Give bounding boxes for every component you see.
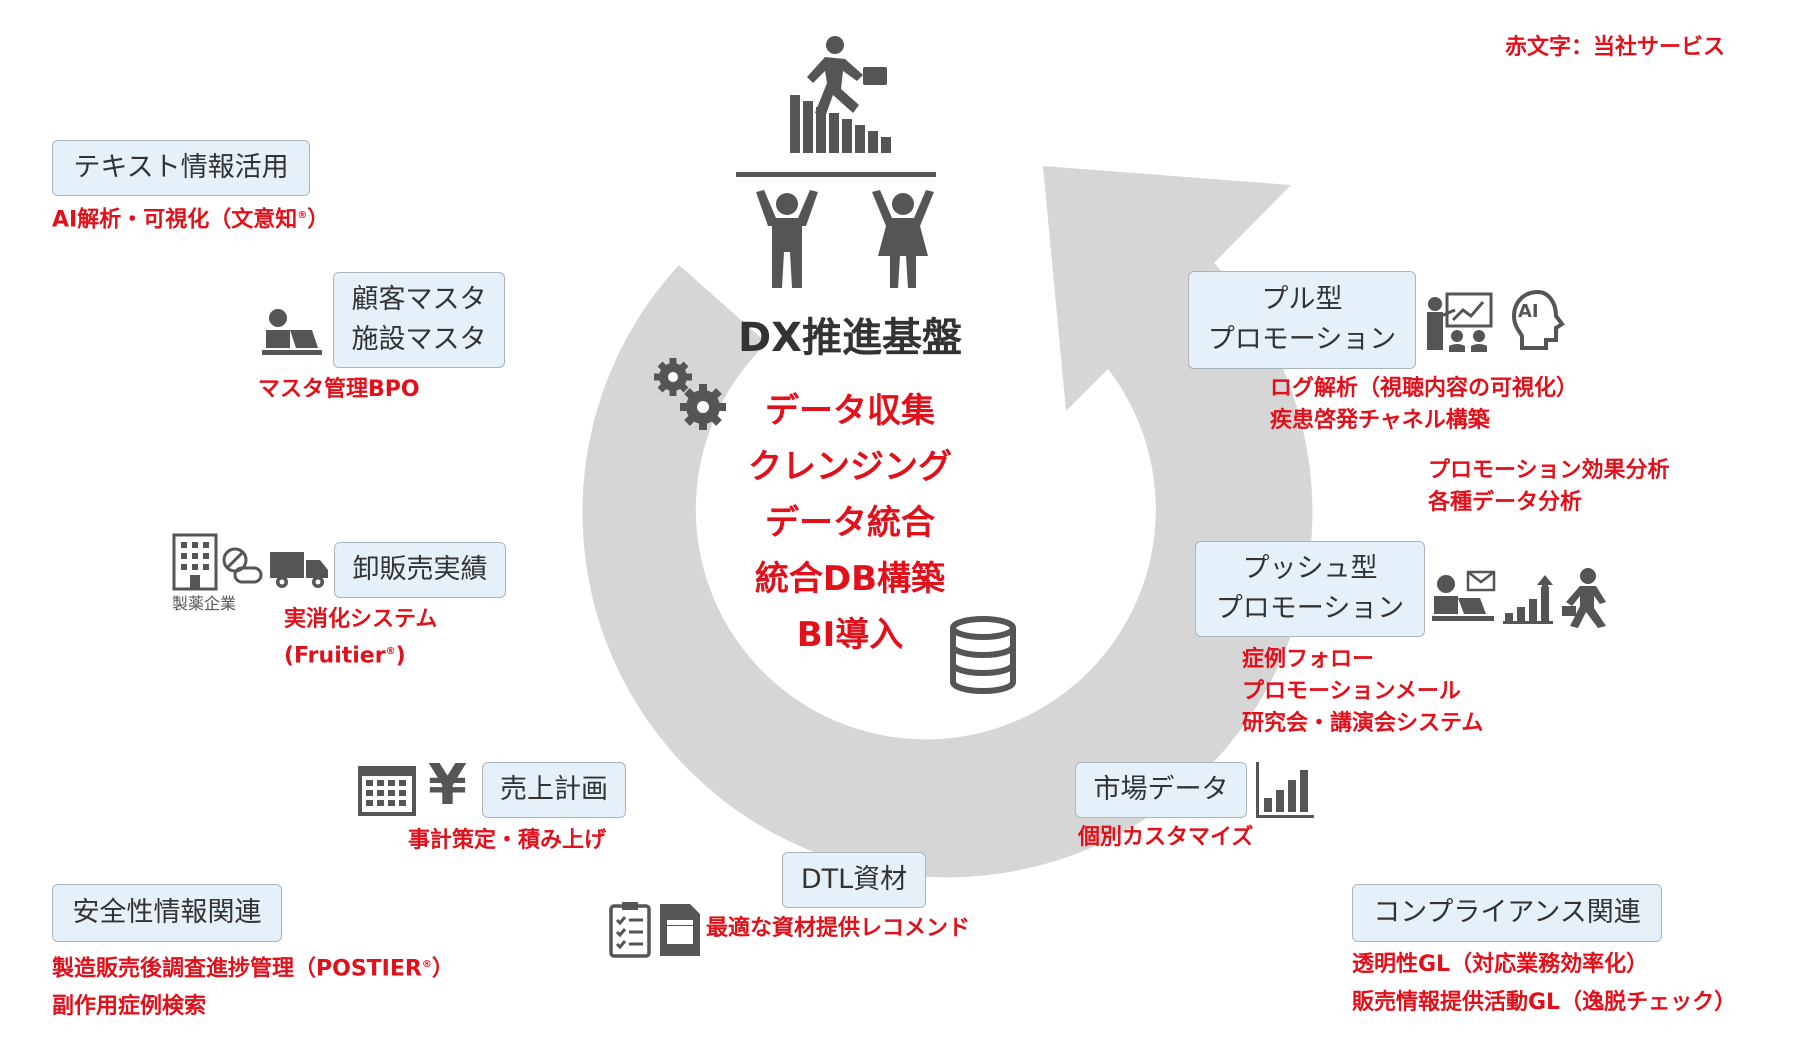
customer-master-box: 顧客マスタ 施設マスタ [333,272,505,368]
ai-head-icon [1511,289,1565,350]
walking-businessman-icon [1562,568,1606,628]
checklist-icon [609,902,651,958]
delivery-truck-icon [270,552,328,588]
climb-stairs-icon [790,36,891,153]
person-at-laptop-icon [262,309,322,355]
market-label: 市場データ [1093,774,1229,805]
man-raising-arms-icon [756,190,818,288]
pills-icon [222,547,263,584]
dtl-box: DTL資材 [782,852,926,908]
sales-plan-note: 事計策定・積み上げ [408,828,607,853]
text-info-note: AI解析・可視化（文意知®） [52,207,330,233]
pull-notes: ログ解析（視聴内容の可視化） 疾患啓発チャネル構築 [1270,376,1579,433]
customer-master-note: マスタ管理BPO [258,377,420,402]
analysis-notes: プロモーション効果分析 各種データ分析 [1428,458,1670,515]
support-bar-icon [736,172,936,177]
safety-box: 安全性情報関連 [52,884,282,942]
push-promotion-label1: プッシュ型 [1242,553,1378,584]
gears-icon [654,358,726,430]
compliance-box: コンプライアンス関連 [1352,884,1662,942]
platform-item: 統合DB構築 [754,559,946,599]
safety-label: 安全性情報関連 [72,897,262,928]
platform-item: データ統合 [765,503,935,543]
sales-plan-box: 売上計画 [482,762,626,818]
push-promotion-label2: プロモーション [1215,593,1405,624]
database-icon [950,616,1016,694]
pull-promotion-label2: プロモーション [1207,324,1397,355]
growth-chart-icon [1503,575,1553,624]
safety-notes: 製造販売後調査進捗管理（POSTIER®） 副作用症例検索 [52,956,454,1020]
platform-item: クレンジング [748,447,952,487]
woman-raising-arms-icon [872,190,934,288]
yen-icon: ¥ [428,753,467,818]
compliance-notes: 透明性GL（対応業務効率化） 販売情報提供活動GL（逸脱チェック） [1352,952,1737,1015]
push-promotion-box: プッシュ型 プロモーション [1195,541,1425,637]
ai-label: AI [1518,301,1539,322]
wholesale-label: 卸販売実績 [352,554,488,585]
building-icon [172,533,218,591]
platform-items: データ収集 クレンジング データ統合 統合DB構築 BI導入 [700,383,1000,663]
dtl-label: DTL資材 [800,864,908,895]
bar-chart-icon [1256,762,1314,818]
pull-promotion-box: プル型 プロモーション [1188,271,1416,369]
sales-plan-label: 売上計画 [500,774,608,805]
calendar-icon [358,766,416,816]
platform-title: DX推進基盤 [737,315,963,361]
platform-item: BI導入 [796,615,904,655]
wholesale-box: 卸販売実績 [334,542,506,598]
video-document-icon [660,904,700,956]
market-box: 市場データ [1075,762,1247,818]
platform-item: データ収集 [765,391,935,431]
text-info-label: テキスト情報活用 [73,152,289,183]
legend-text: 赤文字：当社サービス [1505,35,1726,60]
dtl-note: 最適な資材提供レコメンド [706,916,971,941]
customer-master-label2: 施設マスタ [351,324,487,355]
market-note: 個別カスタマイズ [1078,825,1254,850]
pull-promotion-label1: プル型 [1261,284,1343,315]
wholesale-note: 実消化システム (Fruitier®) [284,607,438,669]
pharma-company-label: 製薬企業 [172,594,237,613]
push-notes: 症例フォロー プロモーションメール 研究会・講演会システム [1242,647,1484,736]
customer-master-label1: 顧客マスタ [351,284,487,315]
compliance-label: コンプライアンス関連 [1373,897,1641,928]
presentation-icon [1427,292,1493,352]
text-info-box: テキスト情報活用 [52,140,310,196]
person-email-icon [1432,570,1496,621]
